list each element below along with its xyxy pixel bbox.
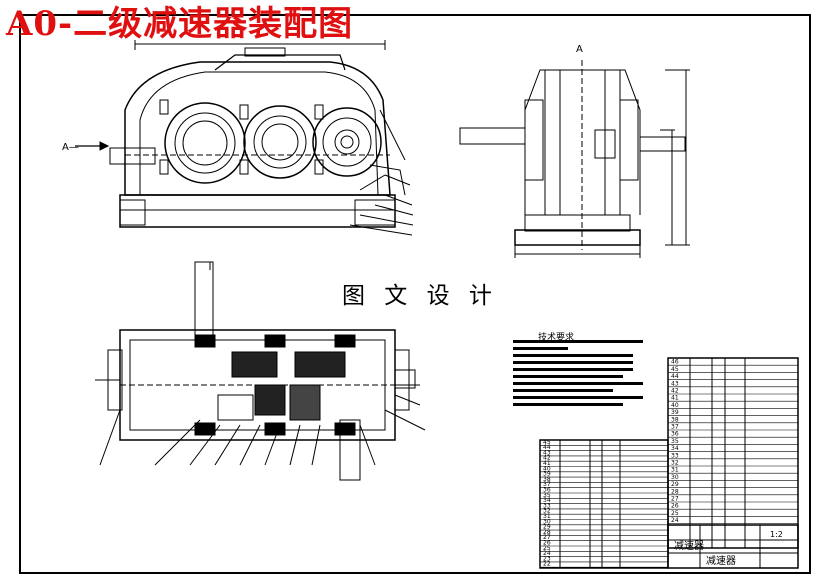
parts-row-number: 36 xyxy=(671,431,679,438)
title-block-name-1: 减速器 xyxy=(674,540,704,552)
parts-row-number: 40 xyxy=(671,402,679,409)
parts-row-number: 42 xyxy=(671,388,679,395)
parts-row-number: 39 xyxy=(543,471,551,478)
parts-row-number: 28 xyxy=(671,488,679,495)
parts-row-number: 24 xyxy=(543,550,551,557)
parts-row-number: 35 xyxy=(671,438,679,445)
notes-heading: 技术要求 xyxy=(538,331,574,343)
scale-value: 1:2 xyxy=(770,530,783,539)
parts-row-number: 45 xyxy=(671,366,679,373)
watermark: 图 文 设 计 xyxy=(342,283,498,309)
side-view-label: A xyxy=(576,44,583,55)
parts-row-number: 23 xyxy=(543,555,551,562)
parts-row-number: 32 xyxy=(671,460,679,467)
parts-row-number: 46 xyxy=(671,359,679,366)
parts-row-number: 26 xyxy=(543,540,551,547)
parts-row-number: 35 xyxy=(543,492,551,499)
parts-row-number: 42 xyxy=(543,455,551,462)
parts-row-number: 25 xyxy=(671,510,679,517)
side-view xyxy=(459,60,690,258)
parts-row-number: 31 xyxy=(671,467,679,474)
parts-row-number: 34 xyxy=(543,497,551,504)
title-block-name-2: 减速器 xyxy=(706,555,736,567)
parts-row-number: 44 xyxy=(543,444,551,451)
title-block xyxy=(667,524,799,569)
parts-row-number: 30 xyxy=(543,518,551,525)
parts-row-number: 45 xyxy=(543,439,551,446)
parts-list-left-rows: 4544434241403938373635343332313029282726… xyxy=(540,439,668,568)
parts-row-number: 37 xyxy=(671,424,679,431)
parts-row-number: 39 xyxy=(671,409,679,416)
parts-row-number: 31 xyxy=(543,513,551,520)
parts-row-number: 37 xyxy=(543,481,551,488)
parts-row-number: 32 xyxy=(543,508,551,515)
parts-row-number: 24 xyxy=(671,517,679,524)
drawing-title: A0-二级减速器装配图 xyxy=(6,4,354,44)
parts-row-number: 43 xyxy=(543,449,551,456)
view-arrow-label: A— xyxy=(62,142,79,153)
parts-row-number: 33 xyxy=(543,502,551,509)
parts-row-number: 44 xyxy=(671,373,679,380)
parts-row-number: 22 xyxy=(543,561,551,568)
top-section-view xyxy=(95,261,426,481)
parts-row-number: 40 xyxy=(543,465,551,472)
parts-row-number: 29 xyxy=(543,524,551,531)
parts-list-left xyxy=(539,439,669,569)
parts-row-number: 36 xyxy=(543,487,551,494)
parts-list-right-rows: 4645444342414039383736353433323130292827… xyxy=(668,359,798,524)
parts-row-number: 26 xyxy=(671,503,679,510)
parts-row-number: 27 xyxy=(671,496,679,503)
parts-row-number: 38 xyxy=(671,416,679,423)
parts-row-number: 28 xyxy=(543,529,551,536)
parts-row-number: 38 xyxy=(543,476,551,483)
parts-row-number: 29 xyxy=(671,481,679,488)
parts-row-number: 34 xyxy=(671,445,679,452)
parts-row-number: 41 xyxy=(671,395,679,402)
parts-row-number: 41 xyxy=(543,460,551,467)
front-view xyxy=(75,40,414,236)
parts-row-number: 33 xyxy=(671,452,679,459)
parts-row-number: 43 xyxy=(671,380,679,387)
parts-row-number: 25 xyxy=(543,545,551,552)
parts-row-number: 27 xyxy=(543,534,551,541)
parts-row-number: 30 xyxy=(671,474,679,481)
technical-notes xyxy=(513,340,643,406)
